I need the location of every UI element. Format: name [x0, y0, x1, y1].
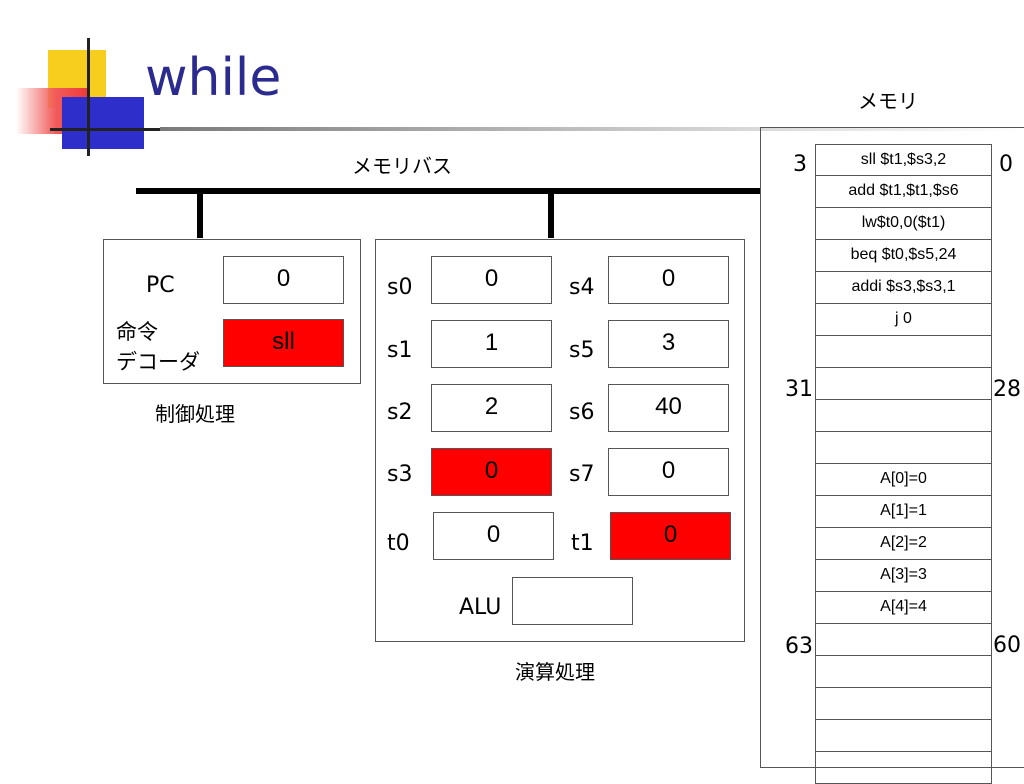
bus-stub-control — [197, 190, 203, 238]
logo-horizontal-line — [50, 128, 170, 131]
memory-cell — [815, 432, 992, 464]
memory-cell — [815, 336, 992, 368]
memory-cell: sll $t1,$s3,2 — [815, 144, 992, 176]
alu-label: ALU — [459, 595, 502, 620]
pc-register: 0 — [223, 256, 344, 304]
memory-cell: A[0]=0 — [815, 464, 992, 496]
reg-s2-label: s2 — [387, 400, 413, 425]
memory-address-left: 63 — [785, 634, 813, 659]
memory-label: メモリ — [858, 89, 918, 113]
memory-bus-label: メモリバス — [352, 154, 452, 178]
reg-s4-label: s4 — [569, 275, 595, 300]
reg-s5-label: s5 — [569, 338, 595, 363]
arith-panel — [375, 239, 745, 642]
reg-t0-value: 0 — [433, 512, 554, 560]
reg-s2-value: 2 — [431, 384, 552, 432]
reg-s6-label: s6 — [569, 400, 595, 425]
reg-s3-label: s3 — [387, 462, 413, 487]
reg-s7-label: s7 — [569, 462, 595, 487]
memory-cell: add $t1,$t1,$s6 — [815, 176, 992, 208]
memory-address-left: 31 — [785, 377, 813, 402]
decoder-label-line1: 命令 — [116, 320, 158, 344]
reg-s6-value: 40 — [608, 384, 729, 432]
pc-label: PC — [146, 273, 175, 298]
memory-cell — [815, 368, 992, 400]
decoder-register: sll — [223, 319, 344, 367]
memory-address-right: 28 — [993, 377, 1021, 402]
memory-cell — [815, 752, 992, 784]
memory-cell: addi $s3,$s3,1 — [815, 272, 992, 304]
reg-t1-value: 0 — [610, 512, 731, 560]
memory-cell: A[4]=4 — [815, 592, 992, 624]
memory-cell: A[2]=2 — [815, 528, 992, 560]
memory-cell — [815, 400, 992, 432]
reg-s3-value: 0 — [431, 448, 552, 496]
memory-cell: lw$t0,0($t1) — [815, 208, 992, 240]
memory-cell — [815, 656, 992, 688]
logo-blue-square — [62, 97, 144, 149]
control-caption: 制御処理 — [155, 402, 235, 426]
bus-stub-arith — [548, 190, 554, 238]
memory-address-right: 0 — [999, 152, 1013, 177]
slide-title: while — [145, 48, 282, 108]
reg-s0-label: s0 — [387, 275, 413, 300]
memory-cell — [815, 688, 992, 720]
reg-s1-value: 1 — [431, 320, 552, 368]
reg-s1-label: s1 — [387, 338, 413, 363]
title-rule — [160, 127, 1024, 131]
memory-cell: A[1]=1 — [815, 496, 992, 528]
reg-t0-label: t0 — [387, 531, 410, 556]
memory-bus-line — [136, 188, 761, 194]
reg-s7-value: 0 — [608, 448, 729, 496]
decoder-label-line2: デコーダ — [116, 350, 200, 374]
reg-t1-label: t1 — [571, 531, 594, 556]
alu-box — [512, 577, 633, 625]
reg-s4-value: 0 — [608, 256, 729, 304]
reg-s0-value: 0 — [431, 256, 552, 304]
logo-vertical-line — [87, 38, 90, 156]
memory-address-left: 3 — [793, 152, 807, 177]
memory-cell — [815, 720, 992, 752]
memory-cell: j 0 — [815, 304, 992, 336]
reg-s5-value: 3 — [608, 320, 729, 368]
arith-caption: 演算処理 — [515, 660, 595, 684]
memory-cell — [815, 624, 992, 656]
memory-cell: A[3]=3 — [815, 560, 992, 592]
memory-cell: beq $t0,$s5,24 — [815, 240, 992, 272]
memory-address-right: 60 — [993, 633, 1021, 658]
